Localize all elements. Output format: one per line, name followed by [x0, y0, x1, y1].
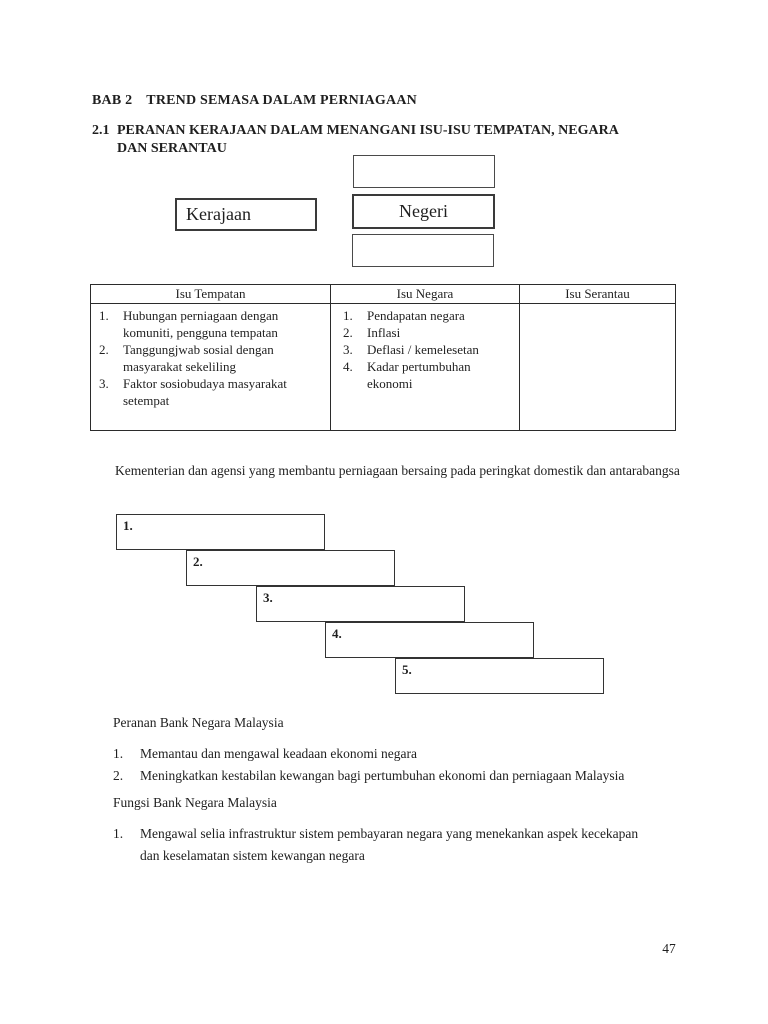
item-number: 4.	[343, 359, 353, 374]
section-number: 2.1	[92, 123, 110, 138]
chapter-title: TREND SEMASA DALAM PERNIAGAAN	[146, 93, 417, 108]
item-text: Pendapatan negara	[367, 308, 465, 323]
negeri-label: Negeri	[399, 201, 448, 221]
list-item: 3. Deflasi / kemelesetan	[331, 341, 519, 358]
item-text: Faktor sosiobudaya masyarakat setempat	[123, 376, 287, 408]
peranan-item: 1. Memantau dan mengawal keadaan ekonomi…	[113, 743, 700, 765]
list-item: 1. Pendapatan negara	[331, 307, 519, 324]
ministry-step-box-3: 3.	[256, 586, 465, 622]
list-item: 2. Inflasi	[331, 324, 519, 341]
issues-table-body-row: 1. Hubungan perniagaan dengan komuniti, …	[91, 304, 675, 430]
step-number: 3.	[263, 590, 273, 605]
item-number: 2.	[99, 342, 109, 357]
ministry-step-box-5: 5.	[395, 658, 604, 694]
ministry-step-box-1: 1.	[116, 514, 325, 550]
fungsi-item: 1. Mengawal selia infrastruktur sistem p…	[113, 823, 650, 867]
cell-isu-tempatan: 1. Hubungan perniagaan dengan komuniti, …	[91, 304, 331, 430]
header-isu-negara: Isu Negara	[331, 285, 520, 304]
item-number: 2.	[343, 325, 353, 340]
list-item: 2. Tanggungjwab sosial dengan masyarakat…	[91, 341, 330, 375]
step-number: 2.	[193, 554, 203, 569]
item-number: 1.	[99, 308, 109, 323]
peranan-bnm-title: Peranan Bank Negara Malaysia	[113, 715, 284, 730]
list-item: 3. Faktor sosiobudaya masyarakat setempa…	[91, 375, 330, 409]
item-number: 1.	[343, 308, 353, 323]
kerajaan-box: Kerajaan	[175, 198, 317, 231]
fungsi-bnm-title: Fungsi Bank Negara Malaysia	[113, 795, 277, 810]
ministries-intro-paragraph: Kementerian dan agensi yang membantu per…	[115, 463, 680, 478]
ministry-step-box-2: 2.	[186, 550, 395, 586]
list-item: 1. Hubungan perniagaan dengan komuniti, …	[91, 307, 330, 341]
chapter-label: BAB 2	[92, 93, 133, 108]
item-number: 2.	[113, 768, 124, 783]
item-text: Deflasi / kemelesetan	[367, 342, 479, 357]
section-heading: 2.1 PERANAN KERAJAAN DALAM MENANGANI ISU…	[92, 122, 648, 157]
kerajaan-label: Kerajaan	[186, 204, 251, 224]
step-number: 1.	[123, 518, 133, 533]
item-text: Mengawal selia infrastruktur sistem pemb…	[140, 826, 639, 863]
item-number: 1.	[113, 746, 124, 761]
item-text: Inflasi	[367, 325, 401, 340]
step-number: 5.	[402, 662, 412, 677]
item-number: 3.	[343, 342, 353, 357]
issues-table-header-row: Isu Tempatan Isu Negara Isu Serantau	[91, 285, 675, 304]
list-item: 4. Kadar pertumbuhan ekonomi	[331, 358, 519, 392]
ministry-step-box-4: 4.	[325, 622, 534, 658]
item-text: Tanggungjwab sosial dengan masyarakat se…	[123, 342, 274, 374]
header-isu-tempatan: Isu Tempatan	[91, 285, 331, 304]
cell-isu-serantau	[520, 304, 675, 430]
step-number: 4.	[332, 626, 342, 641]
chapter-heading: BAB 2 TREND SEMASA DALAM PERNIAGAAN	[92, 93, 417, 109]
header-isu-serantau: Isu Serantau	[520, 285, 675, 304]
empty-box-above-negeri	[353, 155, 495, 188]
issues-table: Isu Tempatan Isu Negara Isu Serantau 1. …	[90, 284, 676, 431]
page-number: 47	[662, 941, 676, 956]
item-number: 3.	[99, 376, 109, 391]
peranan-item: 2. Meningkatkan kestabilan kewangan bagi…	[113, 765, 700, 787]
item-text: Hubungan perniagaan dengan komuniti, pen…	[123, 308, 279, 340]
item-text: Memantau dan mengawal keadaan ekonomi ne…	[140, 746, 418, 761]
cell-isu-negara: 1. Pendapatan negara 2. Inflasi 3. Defla…	[331, 304, 520, 430]
item-text: Kadar pertumbuhan ekonomi	[367, 359, 471, 391]
item-number: 1.	[113, 826, 124, 841]
section-title: PERANAN KERAJAAN DALAM MENANGANI ISU-ISU…	[117, 123, 619, 156]
item-text: Meningkatkan kestabilan kewangan bagi pe…	[140, 768, 625, 783]
negeri-box: Negeri	[352, 194, 495, 229]
empty-box-below-negeri	[352, 234, 494, 267]
